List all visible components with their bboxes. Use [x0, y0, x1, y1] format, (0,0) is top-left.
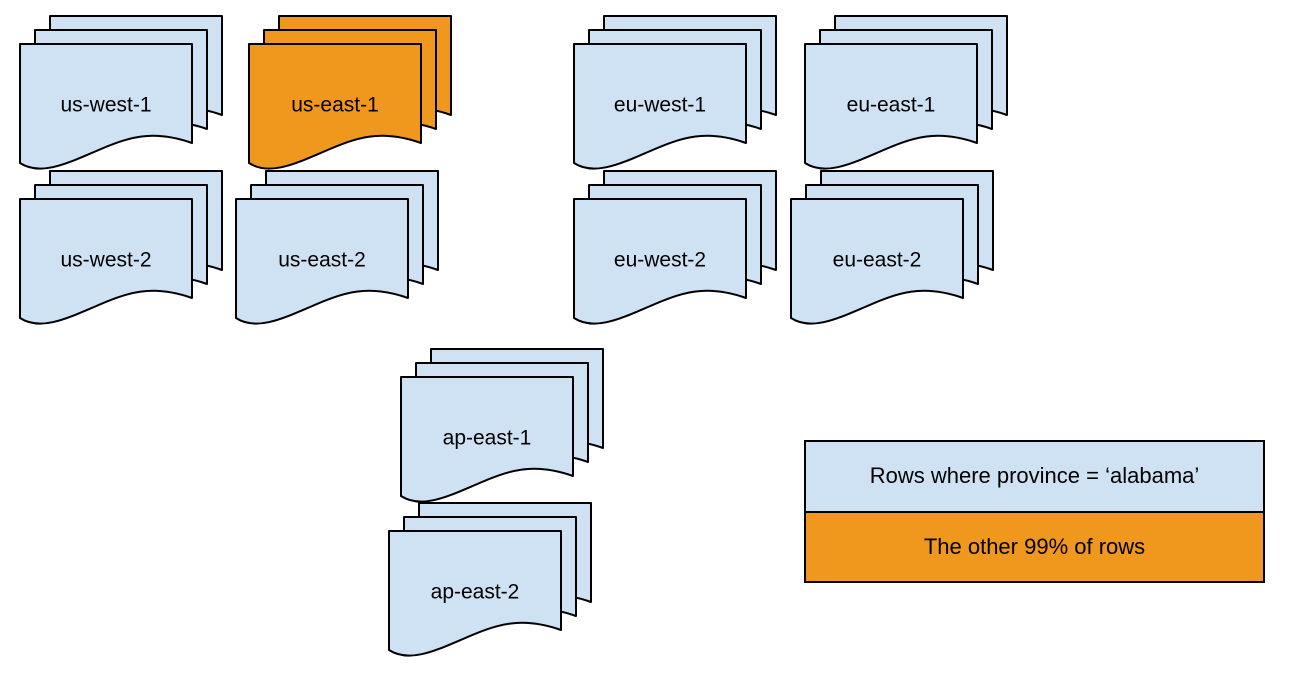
- legend-item-label: Rows where province = ‘alabama’: [869, 463, 1200, 489]
- region-stack-eu-west-1: eu-west-1: [573, 15, 778, 173]
- region-label: eu-east-2: [832, 248, 922, 272]
- legend-item-label: The other 99% of rows: [923, 533, 1146, 559]
- region-label: us-east-1: [291, 93, 379, 117]
- region-label: ap-east-1: [442, 426, 532, 450]
- region-label: eu-west-1: [613, 93, 707, 117]
- region-stack-ap-east-1: ap-east-1: [400, 348, 605, 506]
- region-label: us-west-2: [60, 248, 152, 272]
- region-stack-eu-east-2: eu-east-2: [790, 170, 995, 328]
- region-label: ap-east-2: [430, 580, 520, 604]
- region-label: us-east-2: [278, 248, 366, 272]
- region-stack-us-west-2: us-west-2: [19, 170, 224, 328]
- region-stack-us-east-2: us-east-2: [235, 170, 440, 328]
- region-label: eu-east-1: [846, 93, 936, 117]
- region-stack-us-west-1: us-west-1: [19, 15, 224, 173]
- region-label: us-west-1: [60, 93, 152, 117]
- legend: Rows where province = ‘alabama’ The othe…: [804, 440, 1265, 583]
- region-label: eu-west-2: [613, 248, 707, 272]
- region-stack-us-east-1: us-east-1: [248, 15, 453, 173]
- region-stack-ap-east-2: ap-east-2: [388, 502, 593, 660]
- region-stack-eu-east-1: eu-east-1: [804, 15, 1009, 173]
- legend-item-other-rows: The other 99% of rows: [806, 512, 1263, 581]
- region-stack-eu-west-2: eu-west-2: [573, 170, 778, 328]
- legend-item-alabama-rows: Rows where province = ‘alabama’: [806, 442, 1263, 513]
